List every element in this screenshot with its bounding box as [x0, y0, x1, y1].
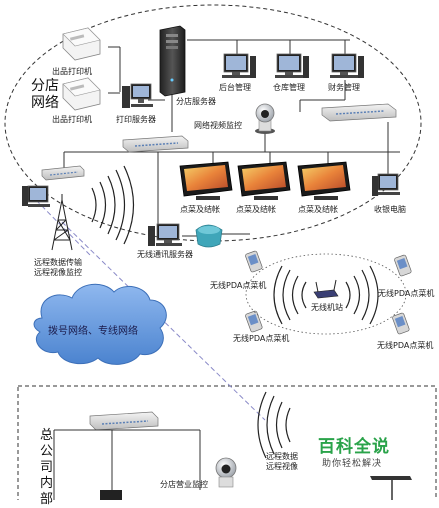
watermark-title: 百科全说 [318, 437, 390, 457]
hq-connection-lines [53, 429, 201, 500]
video-monitor-label: 网络视频监控 [194, 121, 242, 130]
hq-branch-monitor-label: 分店营业监控 [160, 480, 208, 489]
base-station-waves-left [273, 265, 307, 325]
receipt-printer-1 [62, 27, 101, 61]
warehouse-mgmt-label: 仓库管理 [273, 83, 305, 92]
remote-link-line-2 [35, 199, 91, 256]
remote-line-2-label: 远程视像监控 [34, 268, 82, 277]
hq-remote-data-label: 远程数据 [266, 452, 298, 461]
warehouse-mgmt-pc [275, 53, 309, 78]
pda-2-label: 无线PDA点菜机 [378, 289, 435, 298]
hq-dish-partial [370, 476, 412, 500]
branch-server-label: 分店服务器 [176, 97, 216, 106]
remote-link-line [61, 221, 266, 421]
pda-device-2 [394, 254, 412, 277]
pda-4-label: 无线PDA点菜机 [377, 341, 434, 350]
hq-title-text: 总公司内部 [40, 428, 54, 507]
print-server-computer [122, 83, 153, 108]
order-pos-2-label: 点菜及结帐 [236, 205, 276, 214]
order-pos-3-label: 点菜及结帐 [298, 205, 338, 214]
pos-terminal-2 [237, 161, 291, 200]
printer-1-label: 出品打印机 [52, 67, 92, 76]
print-server-label: 打印服务器 [116, 115, 156, 124]
pda-device-4 [392, 312, 410, 335]
hq-title: 总公司内部 [40, 428, 56, 508]
pos-terminal-3 [297, 161, 351, 200]
pda-device-1 [245, 250, 263, 273]
pda-3-label: 无线PDA点菜机 [233, 334, 290, 343]
wireless-station-label: 无线机站 [311, 303, 343, 312]
hq-signal-waves [257, 391, 291, 459]
hq-boundary [17, 385, 437, 500]
wireless-server-pc [148, 223, 182, 246]
cashier-pc [372, 173, 400, 196]
branch-title-text: 分店网络 [31, 78, 59, 111]
network-cloud [33, 283, 167, 365]
cashier-pc-label: 收银电脑 [374, 205, 406, 214]
pos-terminal-1 [179, 161, 233, 200]
base-station-waves-right [345, 265, 379, 325]
network-switch-right [321, 103, 397, 122]
branch-server-tower [159, 25, 186, 97]
tower-signal-waves [91, 165, 135, 245]
hq-remote-video-label: 远程视像 [266, 462, 298, 471]
finance-mgmt-label: 财务管理 [328, 83, 360, 92]
finance-mgmt-pc [330, 53, 364, 78]
wireless-base-station [313, 279, 339, 299]
hq-pc-partial [100, 490, 122, 500]
network-switch-left [41, 165, 85, 181]
remote-transfer-pc [22, 185, 50, 207]
order-pos-1-label: 点菜及结帐 [180, 205, 220, 214]
radio-tower [51, 194, 73, 251]
receipt-printer-2 [62, 77, 101, 111]
pda-1-label: 无线PDA点菜机 [210, 281, 267, 290]
hq-network-switch [89, 411, 159, 431]
pda-device-3 [245, 310, 263, 333]
hq-surveillance-camera [215, 457, 237, 488]
remote-line-1-label: 远程数据传输 [34, 258, 82, 267]
watermark-subtitle: 助你轻松解决 [322, 459, 383, 469]
printer-2-label: 出品打印机 [52, 115, 92, 124]
wireless-server-label: 无线通讯服务器 [137, 250, 193, 259]
reception-mgmt-label: 后台管理 [219, 83, 251, 92]
reception-mgmt-pc [222, 53, 256, 78]
cloud-label: 拨号网络、专线网络 [48, 326, 138, 337]
network-switch-hub [122, 135, 189, 153]
wireless-modem [195, 224, 223, 248]
branch-network-title: 分店网络 [30, 78, 59, 112]
wireless-coverage-ring [245, 253, 407, 335]
video-surveillance-camera [255, 103, 275, 134]
